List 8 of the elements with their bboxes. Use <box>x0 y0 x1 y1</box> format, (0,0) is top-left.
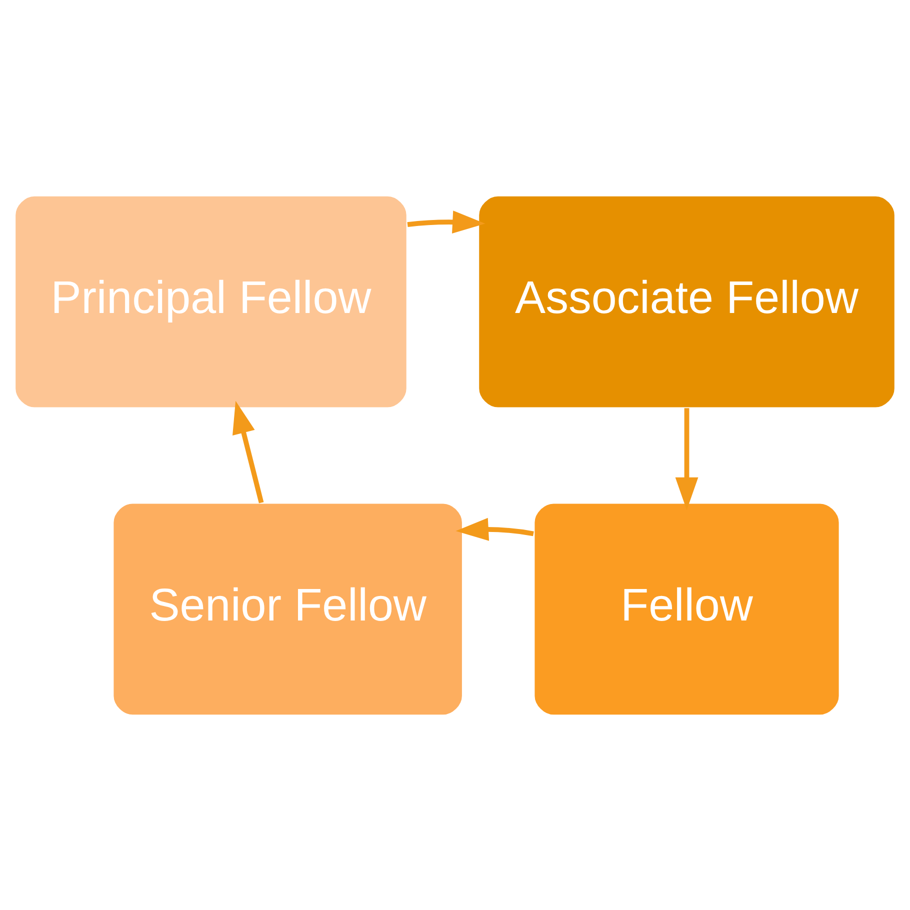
node-box: Principal Fellow <box>14 194 408 408</box>
node-box: Senior Fellow <box>112 502 464 716</box>
arrow <box>407 210 486 233</box>
arrow <box>675 408 698 510</box>
node-box: Associate Fellow <box>477 194 896 408</box>
node-box: Fellow <box>533 502 840 716</box>
arrow <box>456 517 534 540</box>
arrow <box>232 400 264 503</box>
